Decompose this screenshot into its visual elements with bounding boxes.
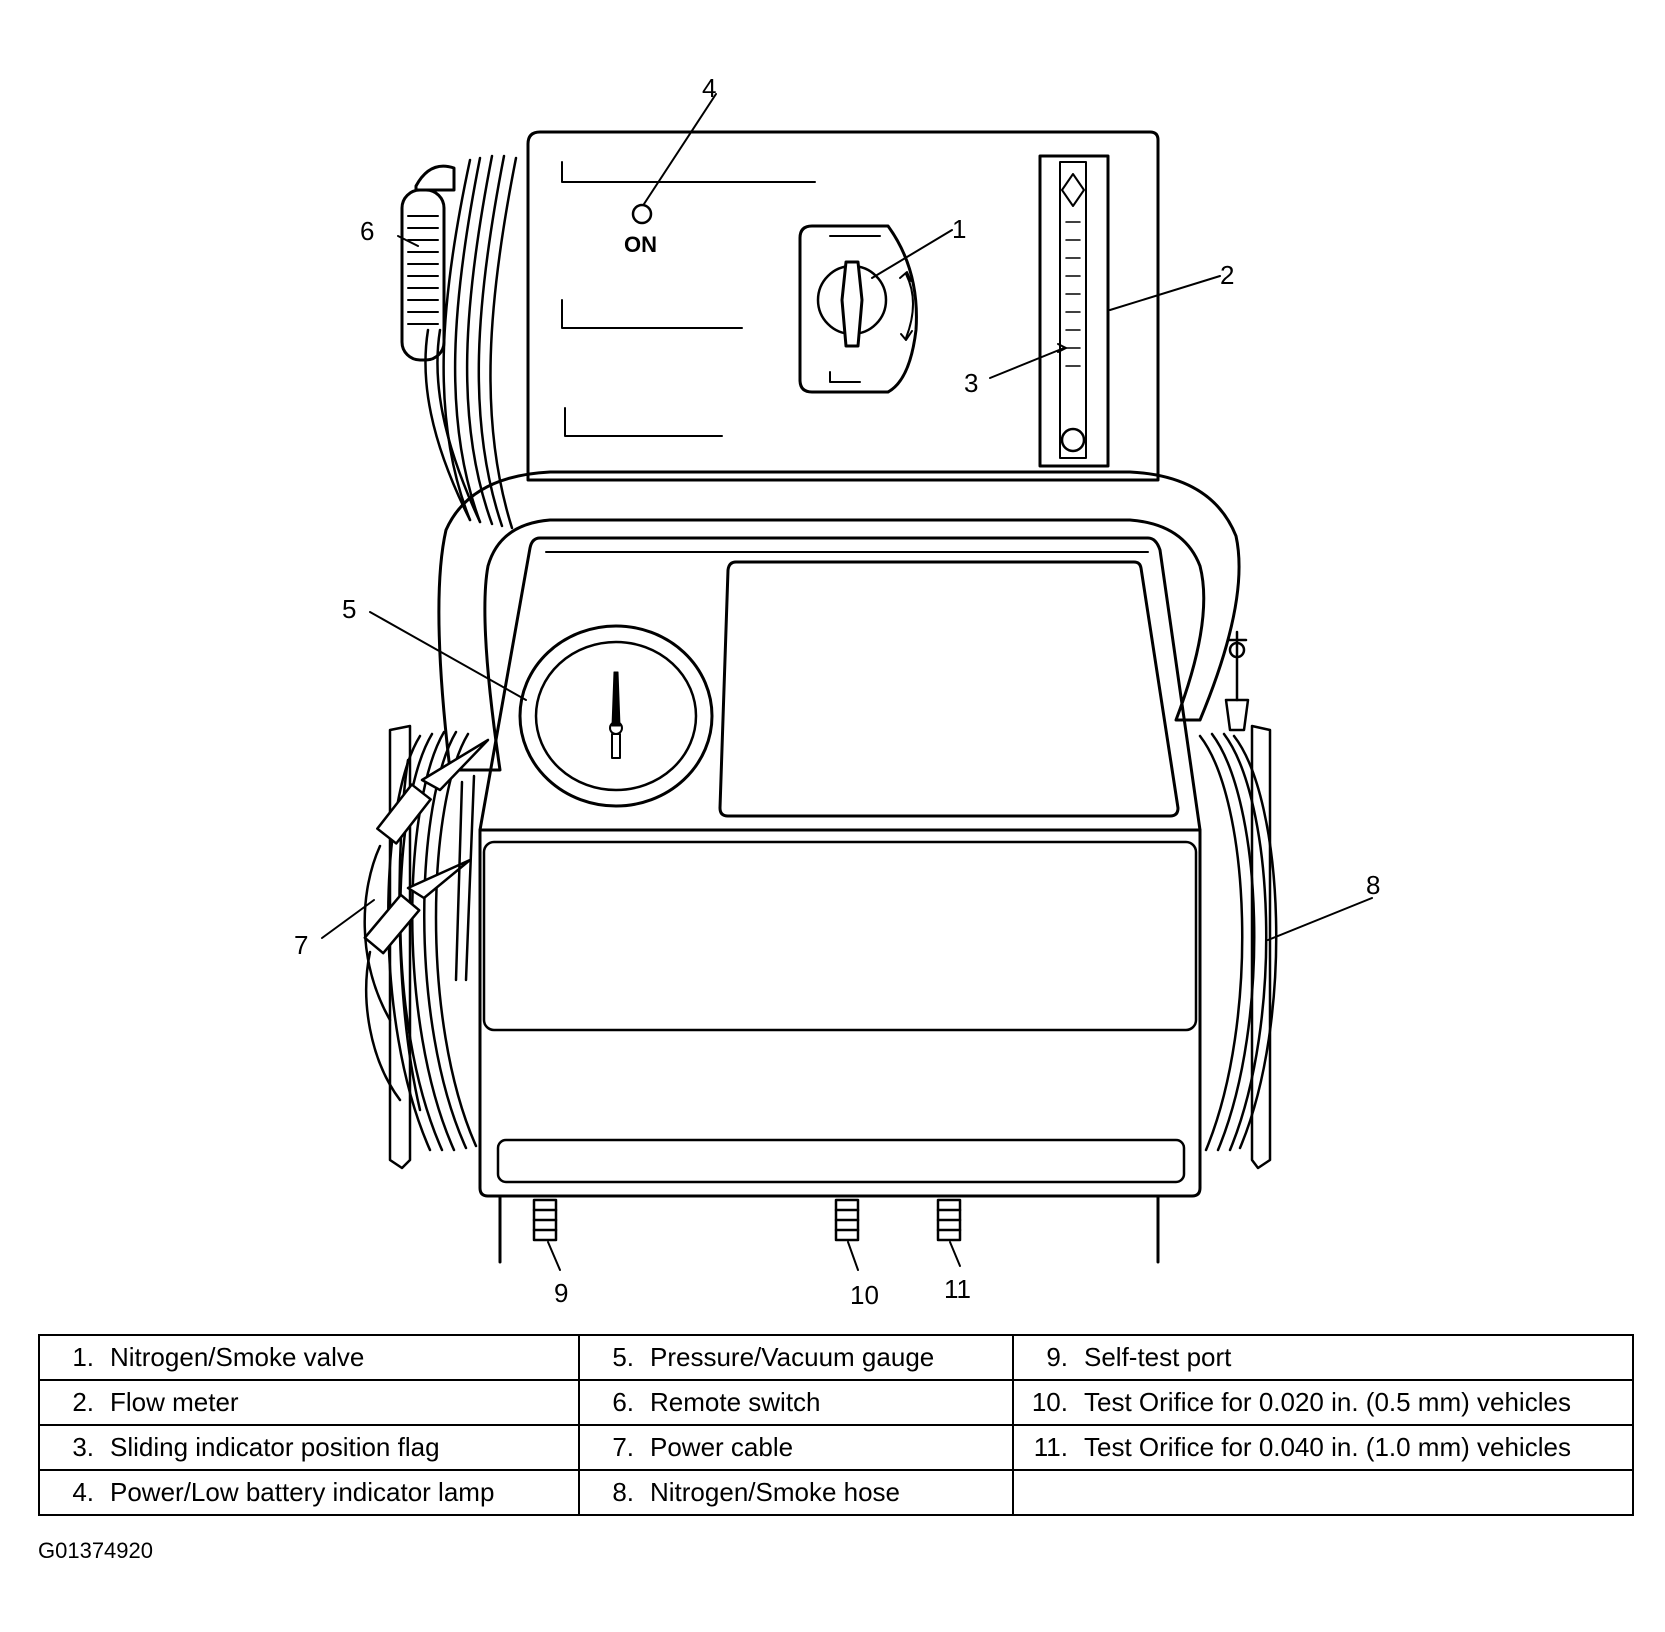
legend-row: 2. Flow meter 6. Remote switch 10. Test Ori… <box>38 1379 1634 1426</box>
legend-number: 6. <box>612 1387 634 1417</box>
legend-number: 9. <box>1046 1342 1068 1372</box>
legend-row: 4. Power/Low battery indicator lamp 8. Nit… <box>38 1469 1634 1516</box>
legend-text: Self-test port <box>1084 1342 1232 1372</box>
callout-4: 4 <box>702 73 716 103</box>
legend-cell: 3. Sliding indicator position flag <box>38 1424 580 1471</box>
legend-number: 5. <box>612 1342 634 1372</box>
legend-cell: 2. Flow meter <box>38 1379 580 1426</box>
callout-5: 5 <box>342 594 356 624</box>
legend-table: 1. Nitrogen/Smoke valve 5. Pressure/Vacuum… <box>38 1334 1634 1516</box>
on-label: ON <box>624 232 657 257</box>
test-orifice-020 <box>834 1198 860 1242</box>
panel-decal-lines <box>561 161 816 437</box>
front-panel <box>482 840 1198 1032</box>
smoke-tester-diagram: ON <box>294 73 1380 1310</box>
callout-6: 6 <box>360 216 374 246</box>
legend-text: Sliding indicator position flag <box>110 1432 440 1462</box>
callout-8: 8 <box>1366 870 1380 900</box>
legend-cell: 8. Nitrogen/Smoke hose <box>578 1469 1014 1516</box>
nitrogen-smoke-valve <box>798 224 918 394</box>
right-hose-reel <box>1198 630 1278 1170</box>
callout-3: 3 <box>964 368 978 398</box>
flow-meter <box>1038 154 1110 468</box>
test-orifice-040 <box>936 1198 962 1242</box>
callout-2: 2 <box>1220 260 1234 290</box>
legend-number: 1. <box>72 1342 94 1372</box>
power-cable <box>363 738 490 1102</box>
legend-row: 3. Sliding indicator position flag 7. Powe… <box>38 1424 1634 1471</box>
legend-cell: 6. Remote switch <box>578 1379 1014 1426</box>
bottom-panel <box>496 1138 1186 1184</box>
legend-cell: 11. Test Orifice for 0.040 in. (1.0 mm) v… <box>1012 1424 1634 1471</box>
pressure-vacuum-gauge <box>518 624 714 808</box>
hose-coil-upper-left <box>424 154 518 530</box>
power-indicator-lamp <box>631 203 653 225</box>
legend-text: Test Orifice for 0.040 in. (1.0 mm) vehi… <box>1084 1432 1571 1462</box>
main-body-front <box>478 828 1202 1198</box>
legend-text: Power cable <box>650 1432 794 1462</box>
legend-number: 11. <box>1033 1432 1068 1462</box>
legend-cell: 10. Test Orifice for 0.020 in. (0.5 mm) v… <box>1012 1379 1634 1426</box>
legend-text: Pressure/Vacuum gauge <box>650 1342 935 1372</box>
legend-text: Remote switch <box>650 1387 821 1417</box>
self-test-port <box>532 1198 558 1242</box>
callout-11: 11 <box>944 1274 971 1304</box>
callout-7: 7 <box>294 930 308 960</box>
display-window <box>718 560 1180 818</box>
legend-number: 4. <box>72 1477 94 1507</box>
legend-text: Test Orifice for 0.020 in. (0.5 mm) vehi… <box>1084 1387 1571 1417</box>
legend-number: 7. <box>612 1432 634 1462</box>
legend-text: Nitrogen/Smoke hose <box>650 1477 901 1507</box>
legend-text: Power/Low battery indicator lamp <box>110 1477 495 1507</box>
legend-cell: 5. Pressure/Vacuum gauge <box>578 1334 1014 1381</box>
carrying-handle <box>437 470 1241 772</box>
legend-row: 1. Nitrogen/Smoke valve 5. Pressure/Vacuum… <box>38 1334 1634 1381</box>
control-panel <box>526 130 1160 482</box>
legend-cell: 9. Self-test port <box>1012 1334 1634 1381</box>
remote-switch <box>400 164 456 362</box>
callout-1: 1 <box>952 214 966 244</box>
callout-leaders <box>321 93 1373 1271</box>
legend-cell: 1. Nitrogen/Smoke valve <box>38 1334 580 1381</box>
legend-number: 3. <box>72 1432 94 1462</box>
legend-cell: 7. Power cable <box>578 1424 1014 1471</box>
callout-9: 9 <box>554 1278 568 1308</box>
legend-number: 10. <box>1031 1387 1068 1417</box>
legend-text: Flow meter <box>110 1387 239 1417</box>
legend-cell-empty <box>1012 1469 1634 1516</box>
figure-id: G01374920 <box>38 1538 153 1563</box>
legend-cell: 4. Power/Low battery indicator lamp <box>38 1469 580 1516</box>
legend-text: Nitrogen/Smoke valve <box>110 1342 365 1372</box>
callout-10: 10 <box>850 1280 879 1310</box>
legend-number: 8. <box>612 1477 634 1507</box>
legend-number: 2. <box>72 1387 94 1417</box>
